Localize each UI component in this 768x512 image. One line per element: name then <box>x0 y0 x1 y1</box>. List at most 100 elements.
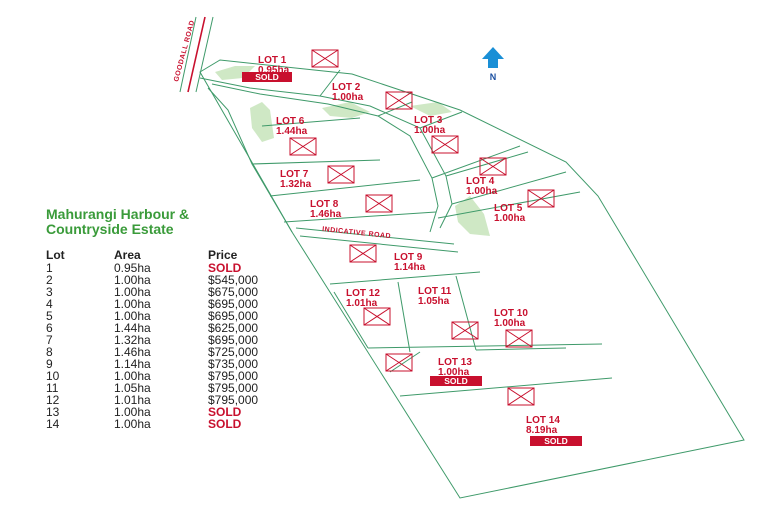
price-cell: SOLD <box>208 416 242 431</box>
price-cell: $625,000 <box>208 320 259 335</box>
lot-8-label: LOT 8 1.46ha <box>310 199 342 220</box>
area-cell: 0.95ha <box>114 260 151 275</box>
lot-10-label: LOT 10 1.00ha <box>494 308 528 329</box>
lot-boundaries <box>199 59 745 499</box>
table-header-row: Lot Area Price <box>46 249 308 262</box>
area-cell: 1.05ha <box>114 380 151 395</box>
lot-name: LOT 5 <box>494 203 523 214</box>
lot-4-label: LOT 4 1.00ha <box>466 176 498 197</box>
lot-cell: 14 <box>46 416 60 431</box>
lot-area: 8.19ha <box>526 425 558 436</box>
lot-cell: 8 <box>46 344 53 359</box>
lot-7-label: LOT 7 1.32ha <box>280 169 312 190</box>
bush-area <box>322 102 370 118</box>
lot-11-label: LOT 11 1.05ha <box>418 286 452 307</box>
area-cell: 1.00ha <box>114 308 151 323</box>
lot-area: 1.46ha <box>310 209 342 220</box>
lot-area: 1.00ha <box>494 213 526 224</box>
lot-marker <box>385 91 413 110</box>
bush-area <box>215 66 255 80</box>
lot-cell: 10 <box>46 368 60 383</box>
area-cell: 1.32ha <box>114 332 151 347</box>
north-label: N <box>490 72 497 82</box>
lot-marker <box>451 321 479 340</box>
lot-area: 1.01ha <box>346 298 378 309</box>
lot-marker <box>505 329 533 348</box>
sold-badge-text: SOLD <box>444 376 468 386</box>
price-legend: Mahurangi Harbour & Countryside Estate L… <box>46 207 316 430</box>
table-row: 2 1.00ha $545,000 <box>46 274 308 286</box>
lot-area: 1.00ha <box>438 367 470 378</box>
sold-badge <box>242 72 292 82</box>
lot-area: 1.00ha <box>466 186 498 197</box>
price-cell: SOLD <box>208 260 242 275</box>
lot-area: 1.14ha <box>394 262 426 273</box>
bush-area <box>455 196 490 236</box>
lot-marker <box>289 137 317 156</box>
lot-name: LOT 13 <box>438 357 472 368</box>
price-cell: $545,000 <box>208 272 259 287</box>
price-cell: $725,000 <box>208 344 259 359</box>
area-cell: 1.00ha <box>114 368 151 383</box>
lot-cell: 7 <box>46 332 53 347</box>
area-cell: 1.00ha <box>114 272 151 287</box>
price-cell: $695,000 <box>208 296 259 311</box>
lot-labels: LOT 1 0.95ha SOLD LOT 2 1.00ha LOT 3 1.0… <box>242 55 582 446</box>
bush-area <box>410 102 452 116</box>
lot-cell: 11 <box>46 380 59 395</box>
lot-name: LOT 3 <box>414 115 443 126</box>
lot-6-label: LOT 6 1.44ha <box>276 116 308 137</box>
lot-1-label: LOT 1 0.95ha SOLD <box>242 55 292 82</box>
lot-cell: 3 <box>46 284 53 299</box>
lot-name: LOT 4 <box>466 176 495 187</box>
sold-badge-text: SOLD <box>255 72 279 82</box>
indicative-road-label: INDICATIVE ROAD <box>322 226 392 240</box>
legend-title: Mahurangi Harbour & Countryside Estate <box>46 207 316 237</box>
table-row: 11 1.05ha $795,000 <box>46 382 308 394</box>
lot-cell: 5 <box>46 308 53 323</box>
lot-cell: 1 <box>46 260 53 275</box>
lot-name: LOT 1 <box>258 55 287 66</box>
goodall-road: GOODALL ROAD <box>173 16 214 93</box>
area-cell: 1.00ha <box>114 296 151 311</box>
lot-marker <box>479 157 507 176</box>
price-cell: $735,000 <box>208 356 259 371</box>
lot-marker <box>385 353 413 372</box>
price-cell: $795,000 <box>208 380 259 395</box>
price-cell: $795,000 <box>208 392 259 407</box>
lot-marker <box>527 189 555 208</box>
lot-marker <box>431 135 459 154</box>
sold-badge <box>430 376 482 386</box>
lot-cell: 13 <box>46 404 60 419</box>
lot-area: 1.00ha <box>494 318 526 329</box>
area-cell: 1.44ha <box>114 320 151 335</box>
lot-name: LOT 9 <box>394 252 423 263</box>
area-cell: 1.01ha <box>114 392 151 407</box>
lot-marker <box>365 194 393 213</box>
lot-13-label: LOT 13 1.00ha SOLD <box>430 357 482 386</box>
lot-marker <box>311 49 339 68</box>
lot-name: LOT 10 <box>494 308 528 319</box>
table-row: 8 1.46ha $725,000 <box>46 346 308 358</box>
sold-badge <box>530 436 582 446</box>
lot-area: 1.05ha <box>418 296 450 307</box>
site-boundary <box>199 59 745 499</box>
area-cell: 1.46ha <box>114 344 151 359</box>
lot-name: LOT 6 <box>276 116 305 127</box>
lot-area: 0.95ha <box>258 65 290 76</box>
legend-title-line1: Mahurangi Harbour & <box>46 206 190 222</box>
area-cell: 1.00ha <box>114 284 151 299</box>
lot-cell: 2 <box>46 272 53 287</box>
lot-name: LOT 2 <box>332 82 361 93</box>
lot-name: LOT 14 <box>526 415 560 426</box>
lot-markers <box>289 49 555 406</box>
